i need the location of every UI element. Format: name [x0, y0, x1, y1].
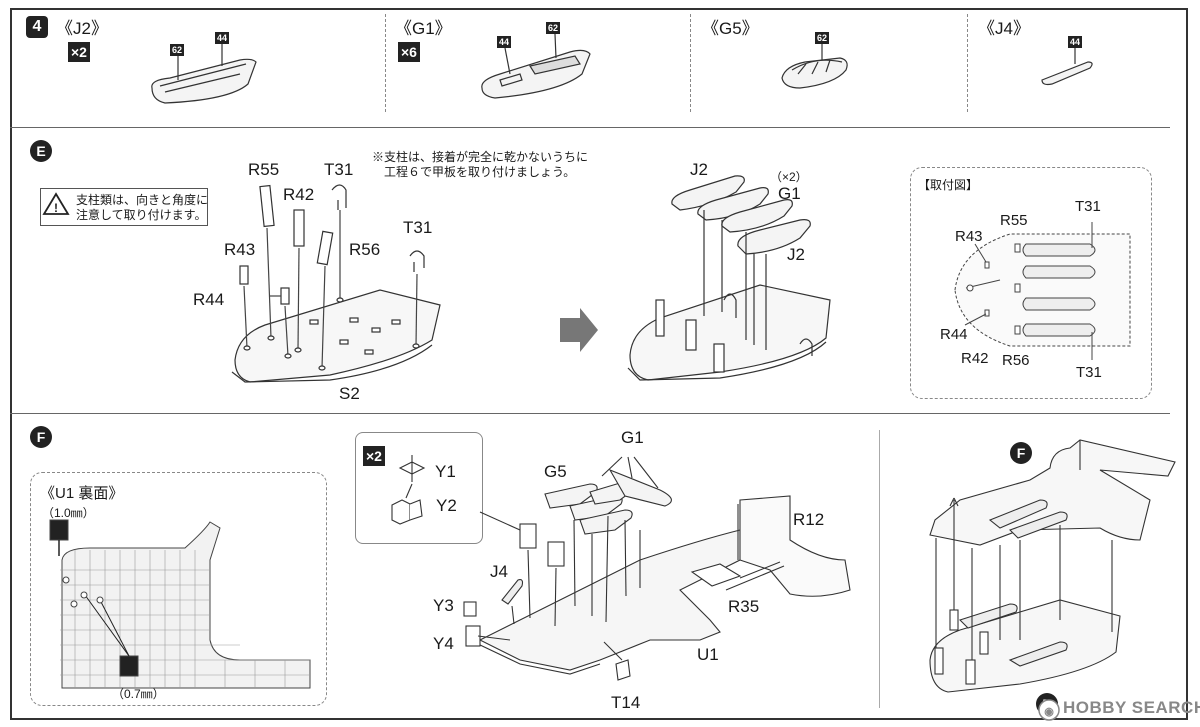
u1-deck	[478, 529, 761, 671]
mount-label-r43: R43	[955, 228, 983, 245]
label-r35: R35	[728, 597, 760, 616]
inset-multiplier: ×2	[363, 446, 385, 466]
paint-badge-g1-b: 62	[546, 22, 561, 34]
boat-label-g1: 《G1》	[395, 19, 452, 38]
mount-label-t31-top: T31	[1075, 198, 1101, 215]
boat-g5-drawing	[781, 44, 848, 89]
mounting-diagram-title: 【取付図】	[918, 178, 979, 192]
multiplier-j2: ×2	[68, 42, 90, 62]
step-f-marker: F	[30, 426, 52, 448]
right-label-j2-bottom: J2	[787, 245, 805, 264]
boat-label-j4: 《J4》	[978, 19, 1030, 38]
mount-label-t31-bottom: T31	[1076, 364, 1102, 381]
label-g1: G1	[621, 428, 644, 447]
part-label-t31-a: T31	[324, 160, 354, 179]
paint-badge-j2-b: 44	[215, 32, 230, 44]
mount-label-r55: R55	[1000, 212, 1028, 229]
divider-step4	[10, 127, 1170, 128]
result-deck-plate	[629, 284, 831, 381]
divider-stepF	[879, 430, 880, 708]
step-e-note-line2: 工程６で甲板を取り付けましょう。	[384, 165, 576, 179]
part-label-r55: R55	[248, 160, 280, 179]
label-r12: R12	[793, 510, 825, 529]
arrow-next-icon	[560, 308, 598, 352]
mount-label-r44: R44	[940, 326, 968, 343]
part-label-r42: R42	[283, 185, 315, 204]
paint-badge-j2-a: 62	[170, 44, 185, 56]
part-label-r56: R56	[349, 240, 381, 259]
part-label-t31-b: T31	[403, 218, 433, 237]
paint-badge-g5: 62	[815, 32, 830, 44]
right-label-g1: G1	[778, 184, 801, 203]
launch-g1-drawing	[481, 33, 591, 99]
drill-size-1mm: （1.0㎜）	[42, 506, 95, 520]
u1-underside-box	[30, 472, 327, 706]
inset-label-y2: Y2	[436, 496, 457, 515]
boat-label-j2: 《J2》	[56, 19, 108, 38]
inset-label-y1: Y1	[435, 462, 456, 481]
mount-label-r42: R42	[961, 350, 989, 367]
caution-line1: 支柱類は、向きと角度に	[76, 193, 209, 207]
caution-line2: 注意して取り付けます。	[76, 208, 207, 222]
r12-wall	[739, 495, 851, 597]
right-label-j2-top: J2	[690, 160, 708, 179]
divider-stepE	[10, 413, 1170, 414]
mounting-diagram-box	[910, 167, 1152, 399]
drill-size-07mm: （0.7㎜）	[112, 687, 165, 701]
inset-y1-y2-box	[355, 432, 483, 544]
step-f-result-marker: F	[1010, 442, 1032, 464]
u1-underside-title: 《U1 裏面》	[40, 485, 124, 502]
paint-badge-j4: 44	[1068, 36, 1083, 48]
label-y4: Y4	[433, 634, 454, 653]
part-label-r44: R44	[193, 290, 225, 309]
boat-j4-drawing	[1041, 48, 1093, 86]
multiplier-g1: ×6	[398, 42, 420, 62]
divider-g1-g5	[690, 14, 691, 112]
part-label-r43: R43	[224, 240, 256, 259]
watermark-brand: HOBBY SEARCH	[1063, 698, 1200, 717]
page-frame	[10, 8, 1188, 720]
label-t14: T14	[611, 693, 641, 712]
svg-text:!: !	[54, 201, 58, 215]
boat-label-g5: 《G5》	[702, 19, 759, 38]
step-e-marker: E	[30, 140, 52, 162]
step-e-note-line1: ※支柱は、接着が完全に乾かないうちに	[372, 150, 589, 164]
label-y3: Y3	[433, 596, 454, 615]
step-number-badge: 4	[26, 16, 48, 38]
caution-box	[40, 188, 208, 226]
label-u1: U1	[697, 645, 719, 664]
paint-badge-g1-a: 44	[497, 36, 512, 48]
label-g5: G5	[544, 462, 567, 481]
mount-label-r56: R56	[1002, 352, 1030, 369]
right-label-g1-mult: （×2）	[770, 170, 808, 184]
label-j4: J4	[490, 562, 508, 581]
lifeboat-j2-drawing	[151, 44, 257, 104]
divider-j2-g1	[385, 14, 386, 112]
svg-text:◉: ◉	[1044, 706, 1054, 718]
divider-g5-j4	[967, 14, 968, 112]
base-label-s2: S2	[339, 384, 360, 403]
s2-deck-plate	[234, 289, 441, 383]
